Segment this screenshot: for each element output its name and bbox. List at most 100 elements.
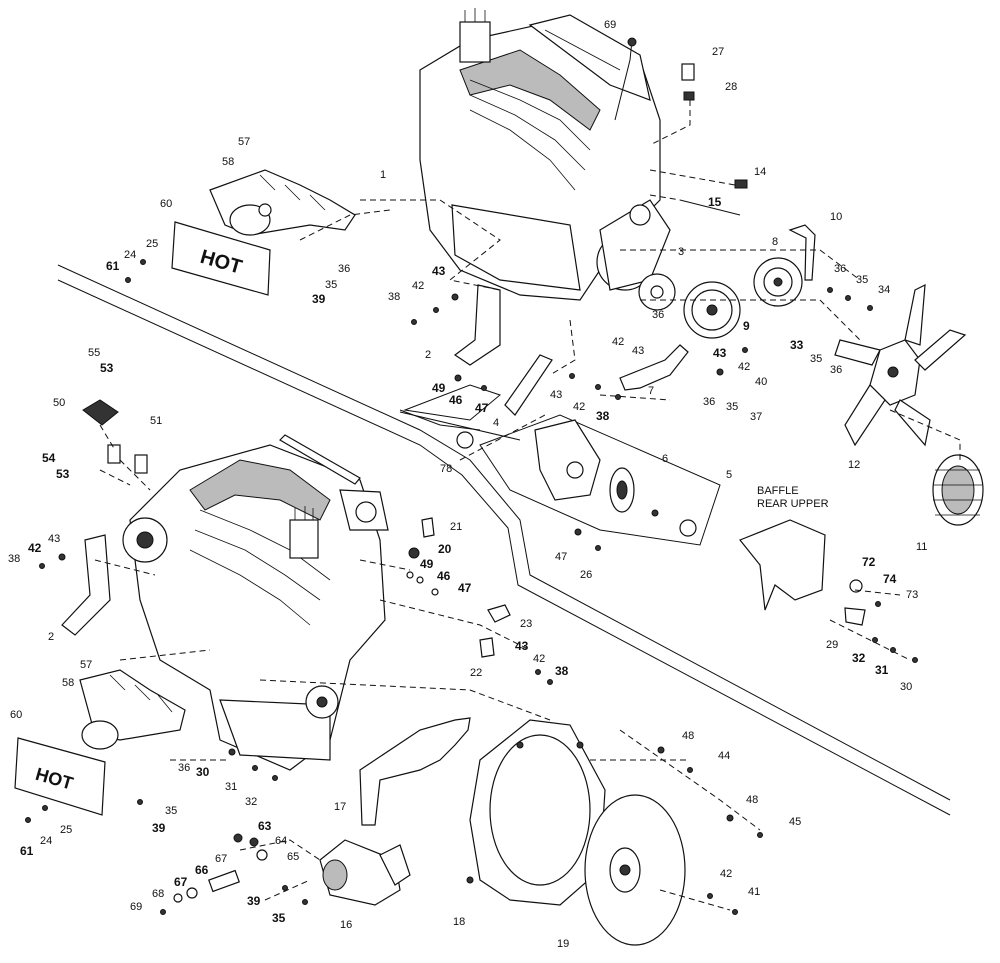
callout: 35 <box>165 805 177 817</box>
sensor-27 <box>681 63 695 81</box>
sensor-lead-15 <box>679 199 741 216</box>
callout: 38 <box>555 664 569 678</box>
callout: 43 <box>713 346 727 360</box>
callout: 18 <box>453 916 465 928</box>
callout: 48 <box>682 730 694 742</box>
callout: 27 <box>712 46 724 58</box>
callout: 15 <box>708 195 722 209</box>
callout: 38 <box>8 553 20 565</box>
callout: 32 <box>245 796 257 808</box>
callout: 38 <box>388 291 400 303</box>
callout: 35 <box>726 401 738 413</box>
callout-labels: 69 27 28 1 14 15 57 58 60 25 24 61 36 35… <box>8 19 927 950</box>
callout: 53 <box>100 361 114 375</box>
callout: 39 <box>312 292 326 306</box>
sensor-28 <box>683 91 695 101</box>
callout: 57 <box>238 136 250 148</box>
callout: 36 <box>703 396 715 408</box>
callout: 53 <box>56 467 70 481</box>
callout: 21 <box>450 521 462 533</box>
part-51b <box>134 454 148 474</box>
baffle-line1: BAFFLE <box>757 485 799 497</box>
baffle-line2: REAR UPPER <box>757 498 829 510</box>
callout: 30 <box>900 681 912 693</box>
callout: 57 <box>80 659 92 671</box>
callout: 35 <box>325 279 337 291</box>
callout: 30 <box>196 765 210 779</box>
callout: 17 <box>334 801 346 813</box>
callout: 16 <box>340 919 352 931</box>
callout: 42 <box>28 541 42 555</box>
callout: 47 <box>475 401 489 415</box>
callout: 58 <box>62 677 74 689</box>
separator-line <box>57 264 951 816</box>
callout: 2 <box>425 349 431 361</box>
module-50 <box>82 399 119 426</box>
callout: 5 <box>726 469 732 481</box>
callout: 47 <box>555 551 567 563</box>
callout: 43 <box>432 264 446 278</box>
callout: 42 <box>738 361 750 373</box>
callout: 43 <box>515 639 529 653</box>
lower-heat-shield: HOT <box>14 737 106 816</box>
callout: 65 <box>287 851 299 863</box>
callout: 55 <box>88 347 100 359</box>
callout: 51 <box>150 415 162 427</box>
callout: 43 <box>632 345 644 357</box>
callout: 23 <box>520 618 532 630</box>
bracket-10 <box>788 224 816 281</box>
callout: 50 <box>53 397 65 409</box>
callout: 63 <box>258 819 272 833</box>
callout: 36 <box>338 263 350 275</box>
callout: 24 <box>124 249 136 261</box>
callout: 38 <box>596 409 610 423</box>
callout: 47 <box>458 581 472 595</box>
plate-17 <box>359 717 471 826</box>
bracket-23 <box>487 604 511 623</box>
callout: 42 <box>573 401 585 413</box>
callout: 33 <box>790 338 804 352</box>
cooling-fan <box>834 283 967 447</box>
callout: 74 <box>883 572 897 586</box>
callout: 41 <box>748 886 760 898</box>
callout: 43 <box>48 533 60 545</box>
callout: 4 <box>493 417 499 429</box>
callout: 73 <box>906 589 918 601</box>
callout: 49 <box>420 557 434 571</box>
sensor-14 <box>734 179 748 189</box>
callout: 67 <box>174 875 188 889</box>
callout: 22 <box>470 667 482 679</box>
timing-cover-group <box>479 414 721 546</box>
callout: 25 <box>60 824 72 836</box>
callout: 46 <box>437 569 451 583</box>
bracket-22 <box>479 637 495 658</box>
callout: 42 <box>720 868 732 880</box>
callout: 67 <box>215 853 227 865</box>
callout: 36 <box>834 263 846 275</box>
callout: 36 <box>178 762 190 774</box>
callout: 35 <box>810 353 822 365</box>
sensor-21 <box>421 517 435 538</box>
callout: 35 <box>856 274 868 286</box>
callout: 36 <box>652 309 664 321</box>
callout: 39 <box>247 894 261 908</box>
callout: 42 <box>612 336 624 348</box>
callout: 24 <box>40 835 52 847</box>
part-20 <box>408 547 420 559</box>
part-51a <box>107 444 121 464</box>
callout: 69 <box>130 901 142 913</box>
callout: 31 <box>225 781 237 793</box>
dipstick <box>614 39 633 121</box>
callout: 37 <box>750 411 762 423</box>
mount-29 <box>844 607 866 626</box>
upper-bracket <box>453 284 501 366</box>
callout: 9 <box>743 319 750 333</box>
bracket-4 <box>504 354 553 416</box>
dipstick-handle <box>627 37 637 47</box>
callout: 49 <box>432 381 446 395</box>
callout: 68 <box>152 888 164 900</box>
callout: 26 <box>580 569 592 581</box>
callout: 42 <box>412 280 424 292</box>
callout: 2 <box>48 631 54 643</box>
